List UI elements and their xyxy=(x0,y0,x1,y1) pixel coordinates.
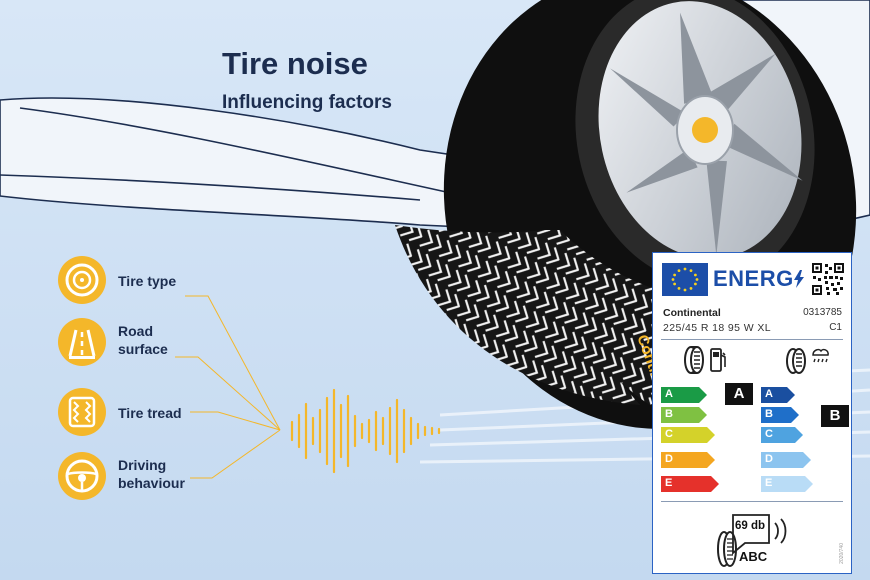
wet-grip-rating-badge: B xyxy=(821,405,849,427)
wet-scale-b: B xyxy=(761,407,799,423)
page-subtitle: Influencing factors xyxy=(222,92,392,113)
tread-icon xyxy=(58,388,106,436)
regulation-text: 2020/740 xyxy=(839,543,845,564)
noise-icon xyxy=(717,514,787,567)
wet-grip-icon xyxy=(786,348,829,374)
factor-tire-type: Tire type xyxy=(58,256,278,316)
label-divider xyxy=(661,339,843,340)
qr-code-icon[interactable] xyxy=(811,262,845,296)
wet-scale-e: E xyxy=(761,476,813,492)
label-tire-class: C1 xyxy=(829,322,842,333)
sound-wave-graphic xyxy=(290,388,441,474)
page-title: Tire noise xyxy=(222,46,368,81)
wet-scale-c: C xyxy=(761,427,803,443)
eu-flag-icon xyxy=(662,263,708,296)
wet-scale-a: A xyxy=(761,387,795,403)
label-tire-size: 225/45 R 18 95 W XL xyxy=(663,322,771,334)
factor-tire-tread: Tire tread xyxy=(58,388,278,448)
fuel-scale-b: B xyxy=(661,407,707,423)
noise-class: ABC xyxy=(739,549,768,564)
wet-scale-d: D xyxy=(761,452,811,468)
fuel-scale-d: D xyxy=(661,452,715,468)
energy-header: ENERG xyxy=(713,266,804,292)
fuel-scale-a: A xyxy=(661,387,707,403)
eu-tyre-label: ENERG Continental 0313785 225/45 R 18 95… xyxy=(652,252,852,574)
tire-icon xyxy=(58,256,106,304)
fuel-efficiency-icon xyxy=(684,346,726,374)
road-icon xyxy=(58,318,106,366)
fuel-rating-badge: A xyxy=(725,383,753,405)
factor-label: Tire type xyxy=(118,273,177,289)
fuel-scale-e: E xyxy=(661,476,719,492)
steering-wheel-icon xyxy=(58,452,106,500)
connector-lines xyxy=(175,295,281,479)
factor-label: Tire tread xyxy=(118,405,182,421)
label-divider xyxy=(661,501,843,502)
fuel-scale-c: C xyxy=(661,427,715,443)
noise-value: 69 db xyxy=(735,520,766,532)
label-brand: Continental xyxy=(663,307,721,319)
label-code: 0313785 xyxy=(803,307,842,318)
